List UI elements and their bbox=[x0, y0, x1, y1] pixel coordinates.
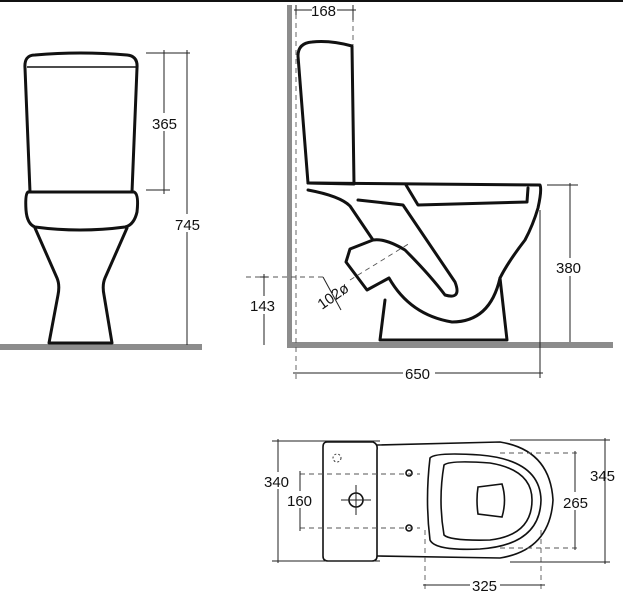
side-wall bbox=[287, 5, 292, 348]
front-floor bbox=[0, 344, 202, 350]
side-cistern bbox=[296, 40, 356, 186]
side-dim-143: 143 bbox=[250, 298, 275, 315]
side-dim-650: 650 bbox=[405, 366, 430, 383]
plan-seat-outer bbox=[426, 453, 542, 551]
front-view: 365 745 bbox=[0, 50, 204, 350]
plan-seat-inner bbox=[440, 461, 533, 541]
plan-dim-325: 325 bbox=[472, 578, 497, 595]
front-cistern bbox=[23, 51, 139, 194]
side-view: 168 143 102ø 380 650 bbox=[246, 3, 613, 383]
side-bowl bbox=[306, 181, 543, 342]
side-dim-380: 380 bbox=[556, 260, 581, 277]
front-dim-365: 365 bbox=[152, 116, 177, 133]
plan-bowl-outline bbox=[376, 441, 554, 559]
plan-cistern bbox=[322, 441, 378, 562]
side-floor bbox=[287, 342, 613, 348]
side-trap-outer bbox=[306, 188, 502, 324]
plan-dim-265: 265 bbox=[563, 495, 588, 512]
side-trap-inner bbox=[356, 198, 459, 298]
plan-view: 340 160 345 265 325 bbox=[262, 438, 615, 595]
front-dim-745: 745 bbox=[175, 217, 200, 234]
plan-dim-160: 160 bbox=[287, 493, 312, 510]
side-dim-102: 102ø bbox=[315, 280, 353, 314]
plan-dim-345: 345 bbox=[590, 468, 615, 485]
front-pedestal bbox=[33, 226, 129, 345]
plan-outlet bbox=[476, 483, 506, 518]
side-dim-168: 168 bbox=[311, 3, 336, 20]
plan-dim-340: 340 bbox=[264, 474, 289, 491]
side-rim bbox=[404, 183, 530, 207]
front-bowl-rim bbox=[24, 190, 140, 232]
